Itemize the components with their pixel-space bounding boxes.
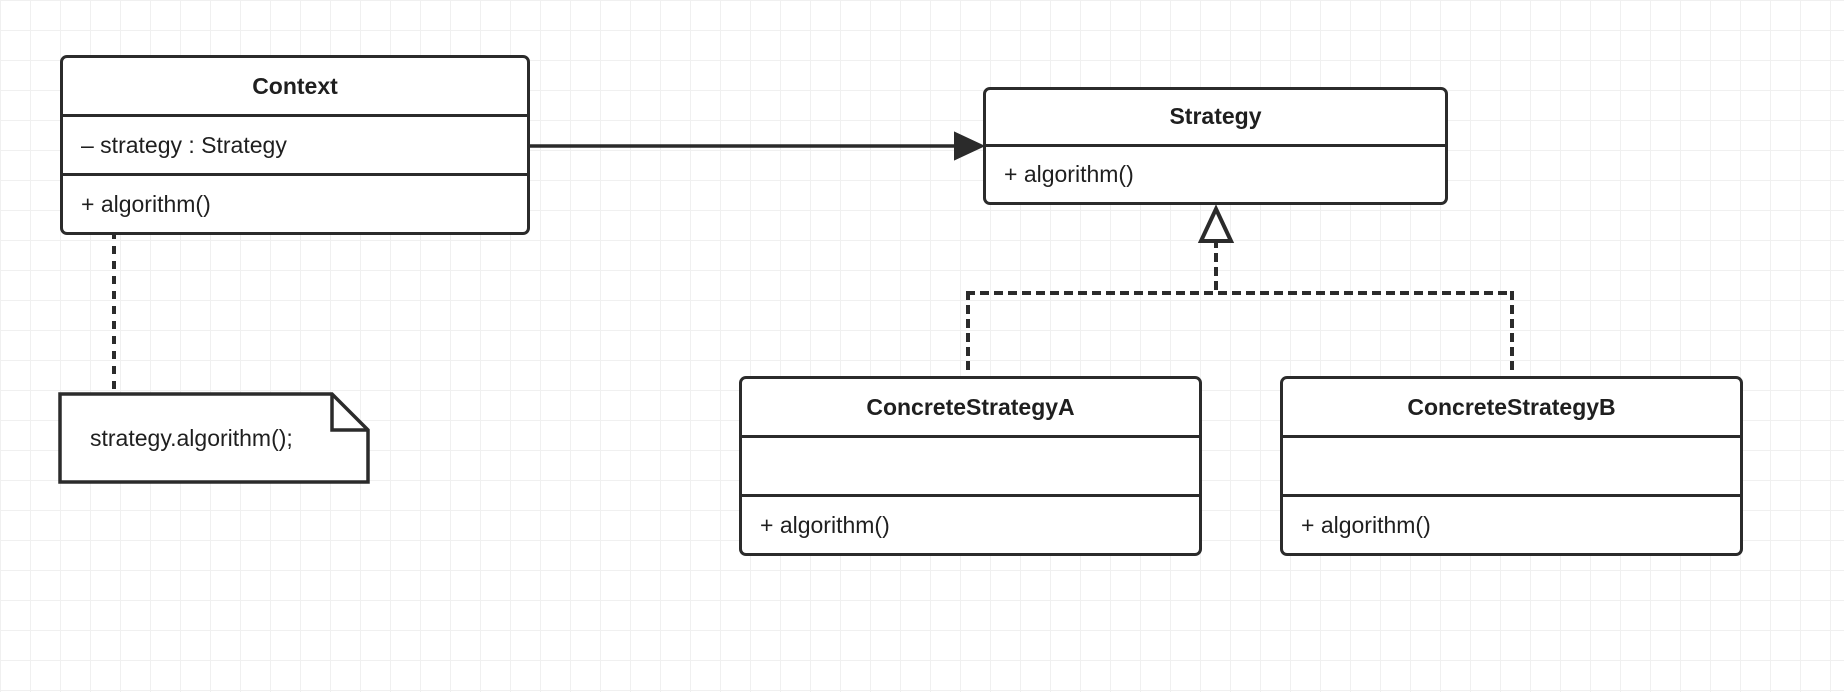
- class-box-strategy[interactable]: Strategy + algorithm(): [983, 87, 1448, 205]
- class-box-concrete-strategy-a[interactable]: ConcreteStrategyA + algorithm(): [739, 376, 1202, 556]
- class-name-strategy: Strategy: [986, 90, 1445, 147]
- class-name-concrete-strategy-a: ConcreteStrategyA: [742, 379, 1199, 438]
- class-name-concrete-strategy-b: ConcreteStrategyB: [1283, 379, 1740, 438]
- edge-context-aggregates-strategy: [448, 131, 986, 161]
- class-attribute-context-strategy: – strategy : Strategy: [63, 117, 527, 176]
- class-attributes-concrete-strategy-a: [742, 438, 1199, 497]
- hollow-triangle-icon: [1197, 204, 1235, 243]
- filled-arrowhead-icon: [954, 131, 986, 161]
- note-text: strategy.algorithm();: [90, 424, 293, 451]
- class-box-concrete-strategy-b[interactable]: ConcreteStrategyB + algorithm(): [1280, 376, 1743, 556]
- class-operation-strategy-algorithm: + algorithm(): [1004, 160, 1134, 187]
- class-operation-concrete-strategy-a-algorithm: + algorithm(): [760, 511, 890, 538]
- class-operation-concrete-strategy-b-algorithm: + algorithm(): [1301, 511, 1431, 538]
- class-attributes-concrete-strategy-b: [1283, 438, 1740, 497]
- edge-concrete-realizes-strategy: [966, 204, 1514, 377]
- class-name-context: Context: [63, 58, 527, 117]
- class-operation-context-algorithm: + algorithm(): [81, 190, 211, 217]
- note-context-algorithm[interactable]: strategy.algorithm();: [60, 394, 368, 482]
- class-box-context[interactable]: Context – strategy : Strategy + algorith…: [60, 55, 530, 235]
